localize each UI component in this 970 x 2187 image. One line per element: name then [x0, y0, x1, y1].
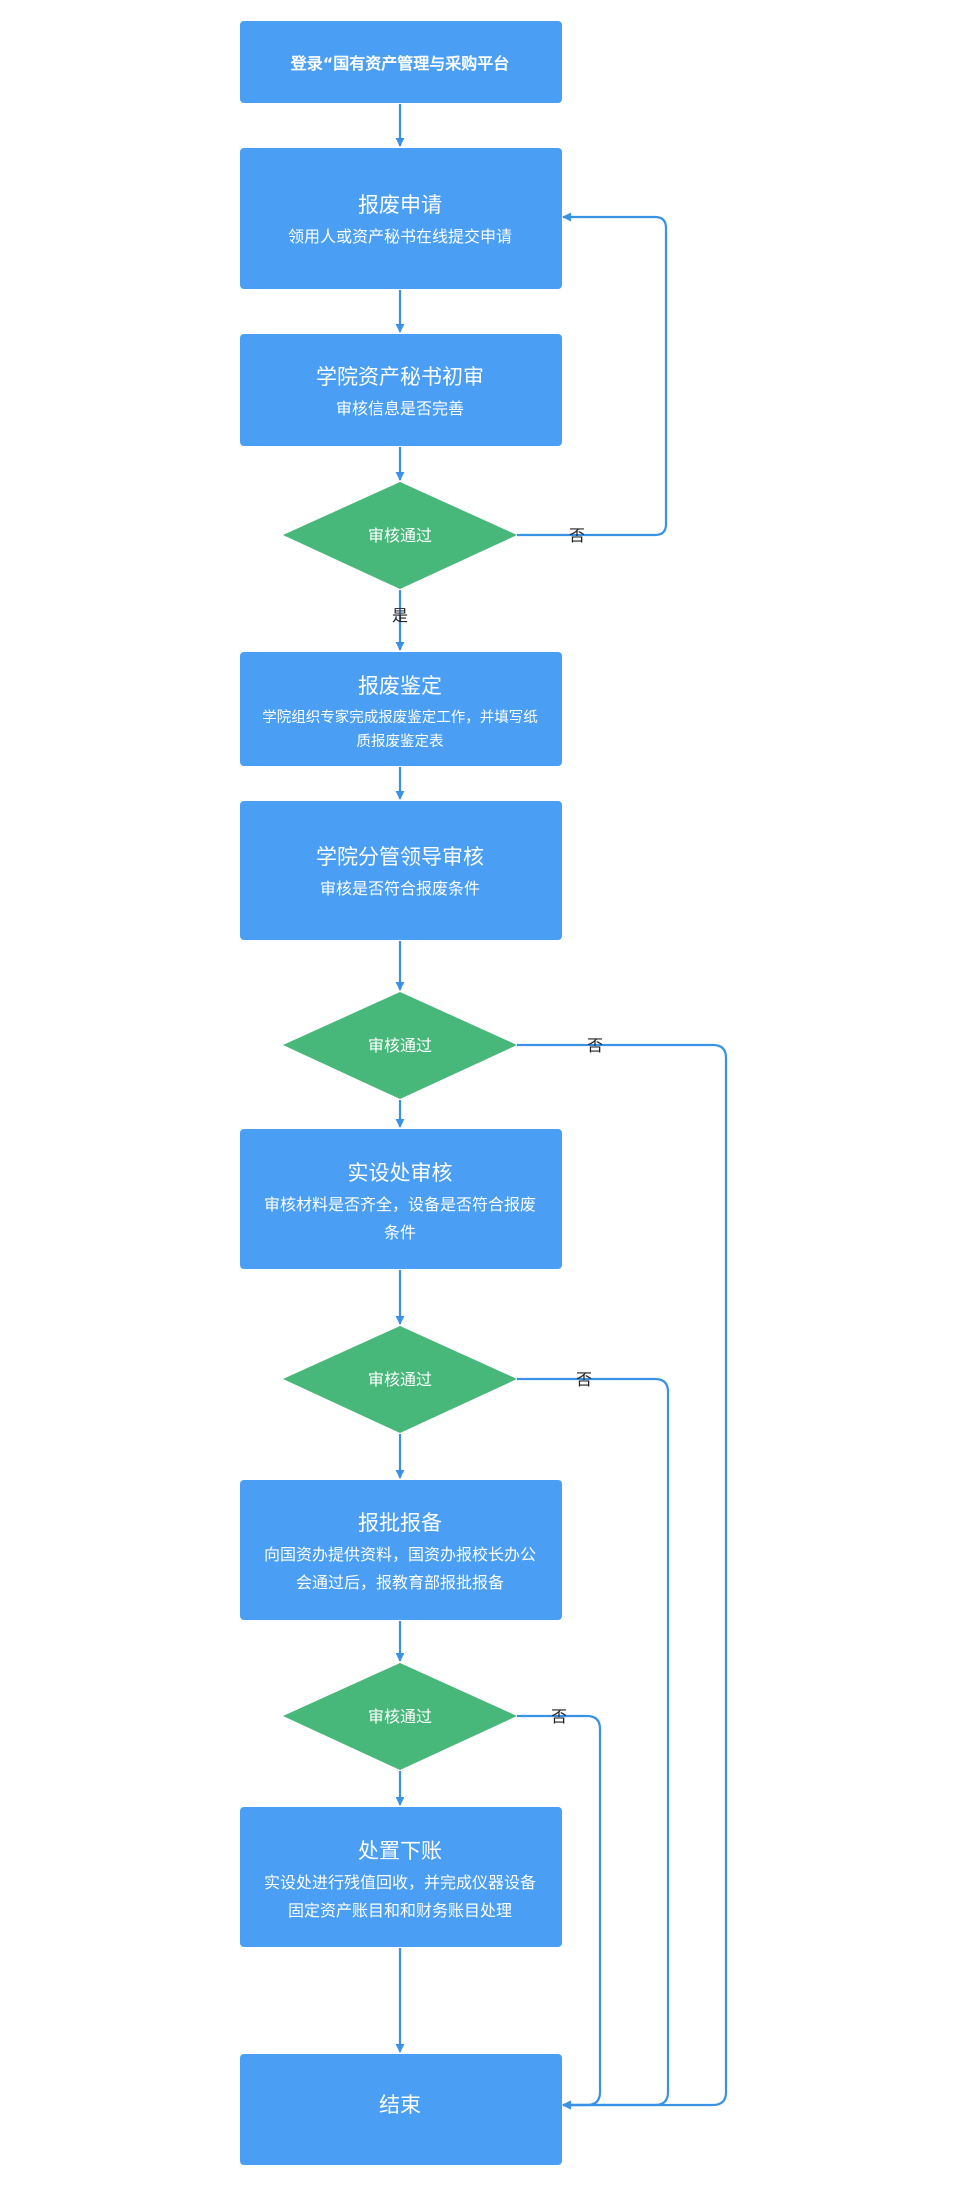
edge-decision1-no — [517, 212, 668, 537]
edges — [395, 104, 728, 2110]
step-disposal: 处置下账 实设处进行残值回收，并完成仪器设备 固定资产账目和和财务账目处理 — [240, 1807, 562, 1947]
decision-1-no-label: 否 — [569, 526, 585, 545]
step-apply-desc-1: 领用人或资产秘书在线提交申请 — [288, 227, 512, 246]
step-appraisal-desc-2: 质报废鉴定表 — [357, 733, 444, 750]
step-lab-office-desc-2: 条件 — [384, 1223, 416, 1242]
step-disposal-title: 处置下账 — [358, 1839, 442, 1863]
decision-3: 审核通过 — [283, 1326, 517, 1433]
decision-3-no-label: 否 — [576, 1370, 592, 1389]
edge-decision3-no — [517, 1377, 670, 2110]
decision-2-no-label: 否 — [587, 1036, 603, 1055]
step-college-leader: 学院分管领导审核 审核是否符合报废条件 — [240, 801, 562, 940]
step-college-leader-title: 学院分管领导审核 — [316, 845, 484, 869]
step-apply: 报废申请 领用人或资产秘书在线提交申请 — [240, 148, 562, 289]
step-lab-office: 实设处审核 审核材料是否齐全，设备是否符合报废 条件 — [240, 1129, 562, 1269]
step-appraisal: 报废鉴定 学院组织专家完成报废鉴定工作，并填写纸 质报废鉴定表 — [240, 652, 562, 766]
step-lab-office-title: 实设处审核 — [348, 1161, 453, 1185]
step-apply-title: 报废申请 — [358, 193, 442, 217]
step-end-title: 结束 — [379, 2093, 421, 2117]
step-report-title: 报批报备 — [358, 1511, 442, 1535]
step-appraisal-title: 报废鉴定 — [358, 674, 442, 698]
step-disposal-desc-1: 实设处进行残值回收，并完成仪器设备 — [264, 1873, 536, 1892]
step-end: 结束 — [240, 2054, 562, 2165]
decision-1-yes-label: 是 — [392, 606, 408, 625]
step-report: 报批报备 向国资办提供资料，国资办报校长办公 会通过后，报教育部报批报备 — [240, 1480, 562, 1620]
step-report-desc-1: 向国资办提供资料，国资办报校长办公 — [264, 1545, 536, 1564]
step-college-secretary-title: 学院资产秘书初审 — [316, 365, 484, 389]
step-appraisal-desc-1: 学院组织专家完成报废鉴定工作，并填写纸 — [262, 709, 538, 726]
step-college-secretary-desc-1: 审核信息是否完善 — [336, 399, 464, 418]
edge-decision2-no — [517, 1043, 728, 2110]
decision-4-label: 审核通过 — [368, 1707, 432, 1726]
decision-4: 审核通过 — [283, 1663, 517, 1770]
step-college-leader-desc-1: 审核是否符合报废条件 — [320, 879, 480, 898]
decision-1: 审核通过 — [283, 482, 517, 589]
decision-1-label: 审核通过 — [368, 526, 432, 545]
step-login-title: 登录“国有资产管理与采购平台 — [290, 54, 510, 73]
step-report-desc-2: 会通过后，报教育部报批报备 — [296, 1573, 504, 1592]
edge-decision4-no — [517, 1714, 602, 2110]
decision-3-label: 审核通过 — [368, 1370, 432, 1389]
step-disposal-desc-2: 固定资产账目和和财务账目处理 — [288, 1901, 512, 1920]
step-college-secretary: 学院资产秘书初审 审核信息是否完善 — [240, 334, 562, 446]
step-login: 登录“国有资产管理与采购平台 — [240, 21, 562, 103]
decision-4-no-label: 否 — [551, 1707, 567, 1726]
step-lab-office-desc-1: 审核材料是否齐全，设备是否符合报废 — [264, 1195, 536, 1214]
decision-2: 审核通过 — [283, 992, 517, 1099]
decision-2-label: 审核通过 — [368, 1036, 432, 1055]
